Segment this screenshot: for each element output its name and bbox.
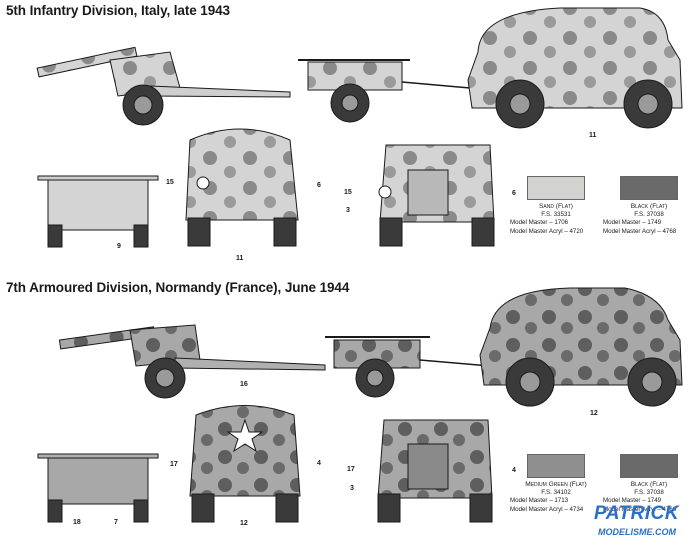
watermark-logo: PATRICK MODELISME.COM [590, 503, 690, 543]
paint-swatch-sand: Sand (Flat) F.S. 33531 Model Master – 17… [510, 176, 602, 236]
swatch-fs: F.S. 34102 [541, 489, 571, 497]
swatch-name: Black (Flat) [630, 203, 668, 210]
callout: 3 [350, 485, 354, 492]
paint-swatch-black-2: Black (Flat) F.S. 37038 Model Master – 1… [603, 454, 695, 514]
swatch-fs: F.S. 37038 [634, 489, 664, 497]
callout: 15 [166, 179, 174, 186]
s1-limber-rear [37, 175, 159, 248]
swatch-acryl: Model Master Acryl – 4768 [603, 227, 677, 235]
callout: 12 [590, 410, 598, 417]
s1-tractor-side [467, 7, 683, 129]
section-title-2: 7th Armoured Division, Normandy (France)… [6, 280, 350, 295]
swatch-acryl: Model Master Acryl – 4720 [510, 227, 584, 235]
s2-tractor-rear [189, 405, 301, 523]
s2-limber-rear [37, 453, 159, 523]
callout: 7 [114, 519, 118, 526]
swatch-name: Sand (Flat) [538, 203, 573, 210]
swatch-color [620, 176, 678, 200]
s2-tractor-side [479, 287, 683, 407]
section-title-1: 5th Infantry Division, Italy, late 1943 [6, 3, 230, 18]
s1-limber-side [298, 59, 471, 123]
logo-sub-text: MODELISME.COM [598, 527, 676, 537]
swatch-fs: F.S. 37038 [634, 211, 664, 219]
callout: 12 [240, 520, 248, 527]
callout: 15 [344, 189, 352, 196]
paint-swatch-medium-green: Medium Green (Flat) F.S. 34102 Model Mas… [510, 454, 602, 514]
callout: 9 [117, 243, 121, 250]
callout: 18 [73, 519, 81, 526]
s2-howitzer-side [58, 324, 326, 399]
s1-howitzer-side [36, 46, 291, 126]
callout: 4 [512, 467, 516, 474]
swatch-color [527, 454, 585, 478]
swatch-name: Black (Flat) [630, 481, 668, 488]
callout: 6 [512, 190, 516, 197]
callout: 16 [240, 381, 248, 388]
s2-limber-side [325, 336, 491, 398]
paint-swatch-black-1: Black (Flat) F.S. 37038 Model Master – 1… [603, 176, 695, 236]
swatch-fs: F.S. 33531 [541, 211, 571, 219]
callout: 11 [589, 132, 597, 139]
swatch-color [527, 176, 585, 200]
callout: 11 [236, 255, 244, 262]
swatch-mm: Model Master – 1713 [510, 497, 569, 505]
s1-tractor-rear [185, 128, 299, 247]
swatch-mm: Model Master – 1749 [603, 219, 662, 227]
logo-main-text: PATRICK [594, 503, 680, 524]
callout: 17 [170, 461, 178, 468]
callout: 4 [317, 460, 321, 467]
swatch-acryl: Model Master Acryl – 4768 [603, 505, 677, 513]
s1-tractor-front [378, 144, 495, 247]
swatch-mm: Model Master – 1706 [510, 219, 569, 227]
s2-tractor-front [377, 419, 493, 523]
callout: 17 [347, 466, 355, 473]
callout: 3 [346, 207, 350, 214]
swatch-acryl: Model Master Acryl – 4734 [510, 505, 584, 513]
swatch-name: Medium Green (Flat) [525, 481, 587, 488]
callout: 6 [317, 182, 321, 189]
swatch-color [620, 454, 678, 478]
swatch-mm: Model Master – 1749 [603, 497, 662, 505]
